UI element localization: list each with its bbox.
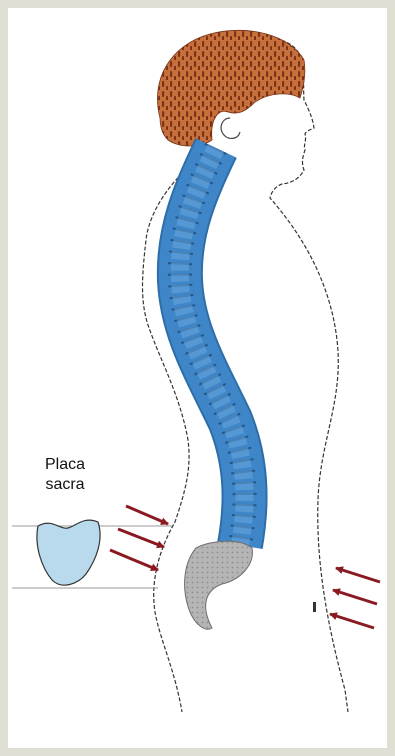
pressure-arrow: [333, 590, 377, 604]
hair: [157, 30, 304, 146]
label-line-2: sacra: [30, 475, 100, 495]
label-line-1: Placa: [30, 455, 100, 475]
pressure-arrow: [330, 614, 374, 628]
pressure-arrow: [336, 568, 380, 582]
abdomen-marker: [313, 602, 316, 612]
pressure-arrow: [110, 550, 158, 570]
pressure-arrow: [118, 529, 164, 547]
placa-sacra-label: Placa sacra: [30, 455, 100, 495]
sacrum: [185, 541, 253, 629]
ear: [221, 118, 240, 138]
pressure-arrow: [126, 506, 168, 524]
sacral-plate: [37, 520, 100, 585]
